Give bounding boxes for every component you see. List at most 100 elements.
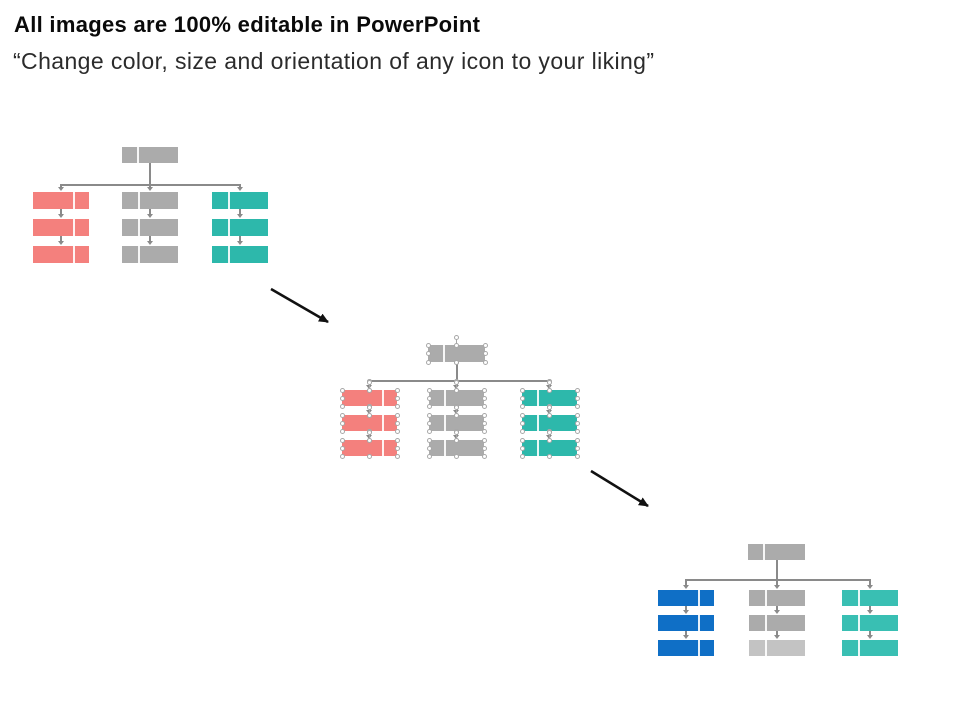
org-box[interactable] [749, 640, 805, 656]
box-divider [537, 390, 539, 406]
org-box[interactable] [658, 615, 714, 631]
selection-handle [574, 412, 580, 418]
org-box[interactable] [842, 640, 898, 656]
selection-handle [394, 437, 400, 443]
connector-arrowhead-icon [866, 585, 873, 589]
connector-drop [239, 185, 241, 188]
connector-step [776, 631, 778, 636]
org-box[interactable] [342, 440, 397, 456]
box-divider [138, 219, 140, 236]
connector-arrowhead-icon [682, 585, 689, 589]
selection-handle [482, 342, 488, 348]
org-box[interactable] [212, 219, 268, 236]
box-divider [858, 590, 860, 606]
selection-handle [394, 412, 400, 418]
selection-handle [482, 359, 488, 365]
connector-step [239, 236, 241, 242]
box-divider [73, 246, 75, 263]
rotation-handle-line [456, 339, 457, 345]
org-box-top[interactable] [428, 345, 485, 362]
slide-title: All images are 100% editable in PowerPoi… [14, 12, 481, 37]
rotation-handle [547, 429, 552, 435]
box-divider [698, 615, 700, 631]
rotation-handle-line [456, 384, 457, 390]
org-box[interactable] [122, 192, 178, 209]
connector-arrowhead-icon [236, 187, 243, 191]
selection-handle [367, 387, 372, 393]
org-box-top[interactable] [748, 544, 805, 560]
selection-handle [454, 412, 459, 418]
org-box[interactable] [122, 219, 178, 236]
selection-handle [574, 387, 580, 393]
org-box[interactable] [33, 246, 89, 263]
org-box[interactable] [522, 415, 577, 431]
connector-arrowhead-icon [773, 585, 780, 589]
selection-handle [394, 445, 400, 451]
selection-handle [339, 437, 345, 443]
selection-handle [426, 412, 432, 418]
org-box[interactable] [33, 192, 89, 209]
connector-step [60, 209, 62, 215]
selection-handle [426, 437, 432, 443]
rotation-handle-line [549, 409, 550, 415]
box-divider [698, 640, 700, 656]
org-box[interactable] [122, 246, 178, 263]
slide-subtitle: “Change color, size and orientation of a… [13, 48, 655, 74]
org-box[interactable] [429, 440, 484, 456]
connector-horizontal [685, 579, 871, 581]
selection-handle [394, 387, 400, 393]
connector-arrowhead-icon [773, 635, 780, 639]
org-box[interactable] [749, 590, 805, 606]
connector-stem [775, 560, 778, 580]
box-divider [858, 615, 860, 631]
connector-arrowhead-icon [236, 241, 243, 245]
selection-handle [426, 453, 432, 459]
rotation-handle [547, 379, 552, 385]
selection-handle [339, 412, 345, 418]
org-box[interactable] [429, 415, 484, 431]
connector-step [685, 631, 687, 636]
connector-drop [149, 185, 151, 188]
org-box[interactable] [212, 246, 268, 263]
org-box[interactable] [429, 390, 484, 406]
connector-arrowhead-icon [773, 610, 780, 614]
rotation-handle-line [369, 384, 370, 390]
connector-arrowhead-icon [57, 241, 64, 245]
rotation-handle [367, 429, 372, 435]
org-box[interactable] [842, 590, 898, 606]
selection-handle [481, 437, 487, 443]
org-box[interactable] [522, 440, 577, 456]
selection-handle [339, 403, 345, 409]
box-divider [228, 246, 230, 263]
box-divider [765, 640, 767, 656]
org-box[interactable] [658, 640, 714, 656]
org-box[interactable] [342, 415, 397, 431]
connector-step [685, 606, 687, 611]
selection-handle [574, 445, 580, 451]
org-box[interactable] [658, 590, 714, 606]
selection-handle [426, 445, 432, 451]
box-divider [137, 147, 139, 163]
org-box-top[interactable] [122, 147, 178, 163]
connector-step [149, 209, 151, 215]
org-box[interactable] [522, 390, 577, 406]
selection-handle [454, 342, 459, 348]
box-divider [138, 246, 140, 263]
selection-handle [426, 428, 432, 434]
box-divider [763, 544, 765, 560]
rotation-handle-line [369, 434, 370, 440]
box-divider [858, 640, 860, 656]
selection-handle [481, 453, 487, 459]
org-box[interactable] [212, 192, 268, 209]
selection-handle [574, 403, 580, 409]
org-box[interactable] [33, 219, 89, 236]
rotation-handle [454, 334, 459, 340]
org-box[interactable] [842, 615, 898, 631]
selection-handle [574, 453, 580, 459]
box-divider [382, 390, 384, 406]
selection-handle [394, 428, 400, 434]
box-divider [382, 415, 384, 431]
org-box[interactable] [342, 390, 397, 406]
box-divider [444, 440, 446, 456]
org-box[interactable] [749, 615, 805, 631]
